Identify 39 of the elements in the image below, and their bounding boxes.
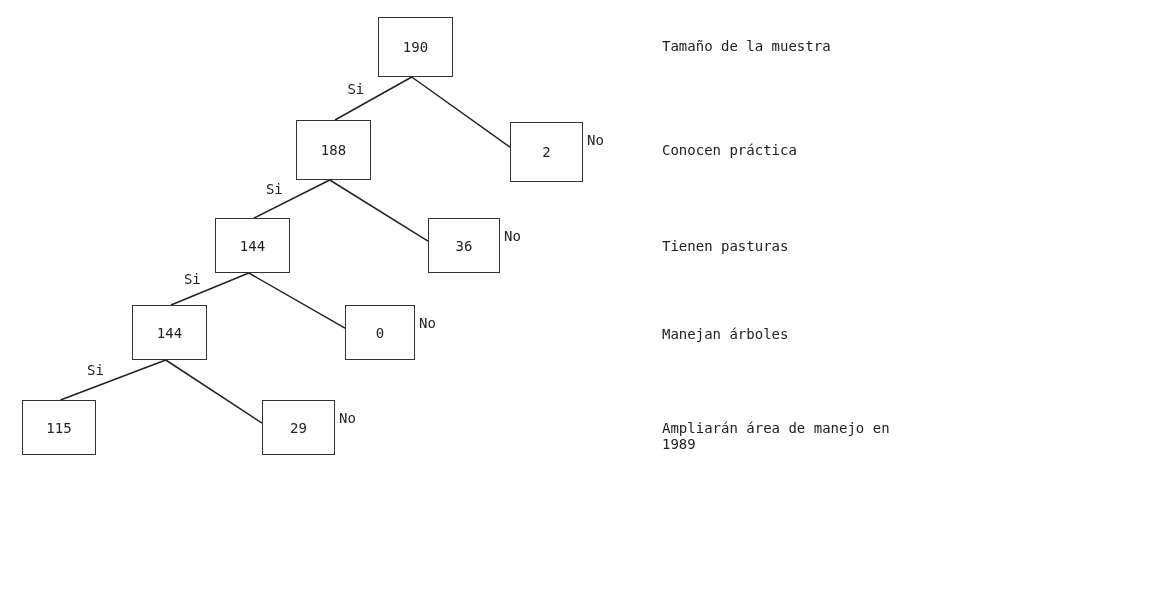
count-value: 0 [375, 324, 385, 341]
branch-label: No [587, 132, 604, 148]
edge-label: Si [87, 362, 104, 378]
count-value: 36 [455, 237, 473, 254]
count-value: 188 [320, 142, 347, 158]
value-box [262, 400, 335, 455]
count-value: 2 [542, 144, 551, 160]
branch-line [248, 272, 346, 329]
branch-line [329, 179, 429, 242]
level-label: Tamaño de la muestra [662, 38, 832, 54]
value-box [510, 122, 583, 182]
value-box [378, 17, 453, 77]
value-box [296, 120, 371, 180]
count-value: 144 [239, 237, 266, 254]
level-label: Conocen práctica [662, 142, 798, 158]
count-value: 144 [156, 324, 183, 341]
edge-label: Si [265, 181, 283, 197]
branch-line [170, 272, 250, 306]
value-box [132, 305, 207, 360]
branch-label: No [504, 228, 521, 244]
branch-line [334, 76, 413, 121]
branch-label: No [419, 315, 436, 331]
branch-line [411, 76, 511, 148]
value-box [215, 218, 290, 273]
branch-line [59, 359, 167, 401]
level-label: Tienen pasturas [662, 238, 790, 254]
value-box [345, 305, 415, 360]
branch-line [165, 359, 263, 424]
count-value: 29 [290, 419, 307, 436]
level-label: Manejan árboles [662, 326, 790, 342]
value-box [22, 400, 96, 455]
value-box [428, 218, 500, 273]
edge-label: Si [347, 80, 365, 97]
count-value: 190 [402, 39, 429, 55]
count-value: 115 [46, 419, 72, 436]
branch-line [253, 179, 331, 219]
level-label: Ampliarán área de manejo en 1989 [662, 420, 891, 452]
branch-label: No [339, 410, 356, 426]
edge-label: Si [183, 271, 201, 287]
